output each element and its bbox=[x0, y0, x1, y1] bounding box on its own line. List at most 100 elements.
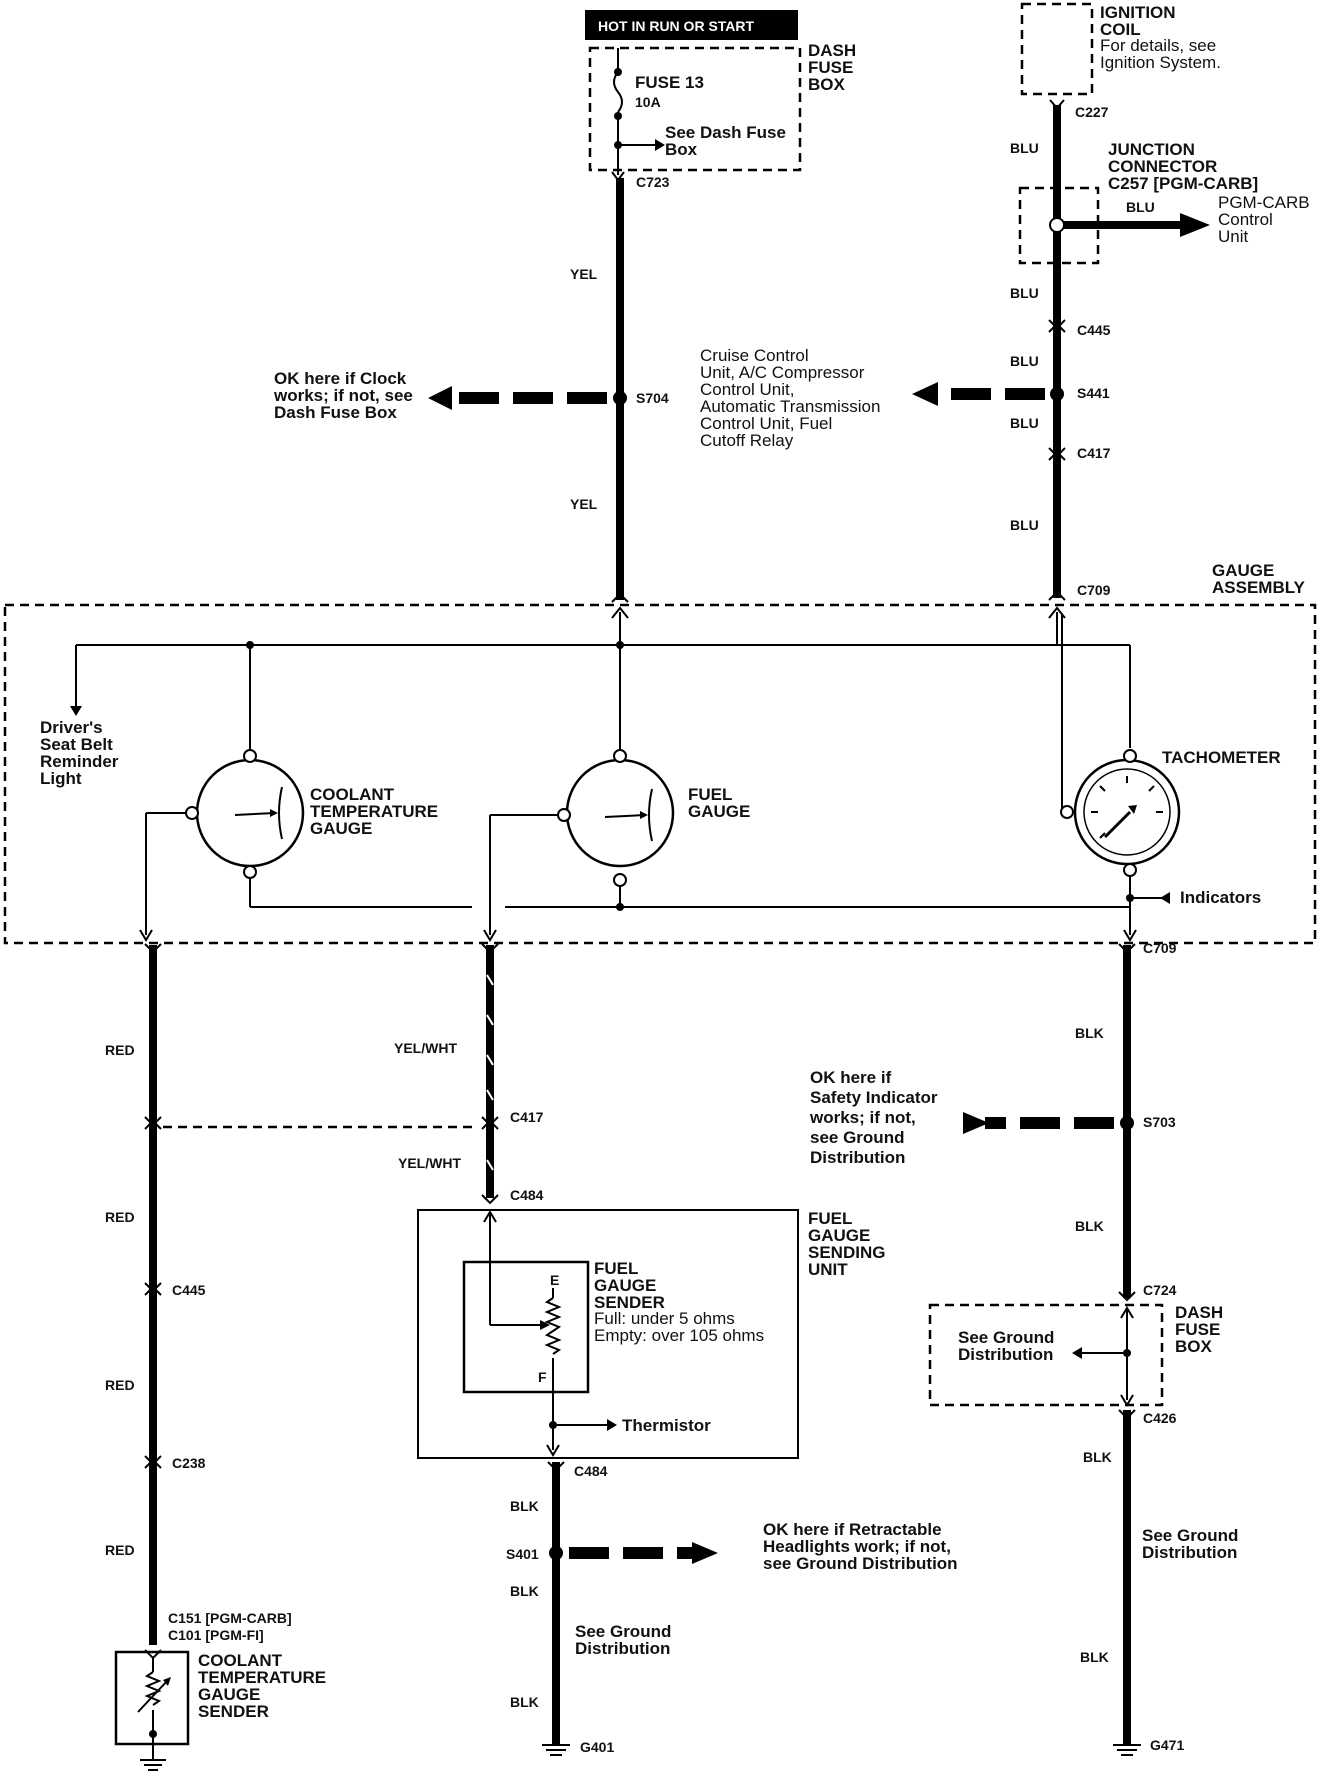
blk-label-right-3: BLK bbox=[1083, 1449, 1112, 1465]
blk-label-fuel-2: BLK bbox=[510, 1583, 539, 1599]
seat-belt-4: Light bbox=[40, 769, 82, 788]
yel-label-2: YEL bbox=[570, 496, 598, 512]
tachometer-label: TACHOMETER bbox=[1162, 748, 1281, 767]
dash-fuse-box-bottom-title-3: BOX bbox=[1175, 1337, 1213, 1356]
c417-label-top: C417 bbox=[1077, 445, 1111, 461]
yel-wht-stripes bbox=[486, 974, 494, 1171]
coolant-gauge-label-2: TEMPERATURE bbox=[310, 802, 438, 821]
tachometer-ticks bbox=[1091, 776, 1163, 839]
c238-label: C238 bbox=[172, 1455, 206, 1471]
c484-label-top: C484 bbox=[510, 1187, 544, 1203]
see-ground-fuel-2: Distribution bbox=[575, 1639, 670, 1658]
blu-label-1: BLU bbox=[1010, 140, 1039, 156]
fuel-gauge-label-2: GAUGE bbox=[688, 802, 750, 821]
yel-wht-label-1: YEL/WHT bbox=[394, 1040, 457, 1056]
clock-note-2: works; if not, see bbox=[273, 386, 413, 405]
c238-connector bbox=[144, 1455, 162, 1469]
fuel-sender-1: FUEL bbox=[594, 1259, 638, 1278]
see-dash-fuse-note-2: Box bbox=[665, 140, 698, 159]
fuel-unit-title-4: UNIT bbox=[808, 1260, 848, 1279]
ignition-title-2: COIL bbox=[1100, 20, 1141, 39]
headlights-note-1: OK here if Retractable bbox=[763, 1520, 942, 1539]
sender-e: E bbox=[550, 1272, 559, 1288]
headlights-note-3: see Ground Distribution bbox=[763, 1554, 958, 1573]
blk-label-right-2: BLK bbox=[1075, 1218, 1104, 1234]
coolant-gauge-label-1: COOLANT bbox=[310, 785, 395, 804]
c445-label-red: C445 bbox=[172, 1282, 206, 1298]
headlights-note-2: Headlights work; if not, bbox=[763, 1537, 951, 1556]
pgm-carb-label-3: Unit bbox=[1218, 227, 1249, 246]
blk-label-right-1: BLK bbox=[1075, 1025, 1104, 1041]
ignition-note-1: For details, see bbox=[1100, 36, 1216, 55]
fuel-sender-3: SENDER bbox=[594, 1293, 665, 1312]
c724-label: C724 bbox=[1143, 1282, 1177, 1298]
fuel-unit-title-3: SENDING bbox=[808, 1243, 885, 1262]
fuel-unit-title-2: GAUGE bbox=[808, 1226, 870, 1245]
hot-label: HOT IN RUN OR START bbox=[598, 18, 755, 34]
safety-note-2: Safety Indicator bbox=[810, 1088, 938, 1107]
cruise-note-6: Cutoff Relay bbox=[700, 431, 794, 450]
see-ground-right-2: Distribution bbox=[1142, 1543, 1237, 1562]
sender-resistor bbox=[544, 1297, 562, 1355]
blk-label-right-4: BLK bbox=[1080, 1649, 1109, 1665]
c426-label: C426 bbox=[1143, 1410, 1177, 1426]
safety-note-4: see Ground bbox=[810, 1128, 904, 1147]
cruise-note-1: Cruise Control bbox=[700, 346, 809, 365]
fuse-rating: 10A bbox=[635, 94, 661, 110]
fuel-gauge-sender-box bbox=[462, 1260, 590, 1394]
c484-label-bottom: C484 bbox=[574, 1463, 608, 1479]
coolant-sender-4: SENDER bbox=[198, 1702, 269, 1721]
dash-fuse-box-top-title-3: BOX bbox=[808, 75, 846, 94]
gauge-assembly-title-2: ASSEMBLY bbox=[1212, 578, 1306, 597]
ignition-note-2: Ignition System. bbox=[1100, 53, 1221, 72]
c417-label-fuel: C417 bbox=[510, 1109, 544, 1125]
s704-label: S704 bbox=[636, 390, 669, 406]
blu-label-2: BLU bbox=[1010, 285, 1039, 301]
fuel-sender-empty: Empty: over 105 ohms bbox=[594, 1326, 764, 1345]
yel-label-1: YEL bbox=[570, 266, 598, 282]
cruise-note-5: Control Unit, Fuel bbox=[700, 414, 832, 433]
blk-label-fuel-3: BLK bbox=[510, 1694, 539, 1710]
indicators-label: Indicators bbox=[1180, 888, 1261, 907]
fuel-sending-unit-box bbox=[417, 1209, 799, 1459]
s441-splice bbox=[1050, 387, 1064, 401]
s401-label: S401 bbox=[506, 1546, 539, 1562]
c709-label-top: C709 bbox=[1077, 582, 1111, 598]
c445-connector-red bbox=[144, 1282, 162, 1296]
c417-connector-top bbox=[1048, 447, 1066, 461]
yel-wht-label-2: YEL/WHT bbox=[398, 1155, 461, 1171]
safety-note-3: works; if not, bbox=[809, 1108, 916, 1127]
g471-label: G471 bbox=[1150, 1737, 1184, 1753]
fuel-gauge-label-1: FUEL bbox=[688, 785, 732, 804]
fuel-gauge bbox=[565, 758, 675, 868]
gauge-assembly-title-1: GAUGE bbox=[1212, 561, 1274, 580]
ignition-title-1: IGNITION bbox=[1100, 3, 1176, 22]
see-dash-fuse-note-1: See Dash Fuse bbox=[665, 123, 786, 142]
see-ground-fuel-1: See Ground bbox=[575, 1622, 671, 1641]
c445-connector-top bbox=[1048, 319, 1066, 333]
blu-label-4: BLU bbox=[1010, 415, 1039, 431]
seat-belt-1: Driver's bbox=[40, 718, 103, 737]
dash-fuse-box-top bbox=[588, 46, 802, 172]
cruise-note-4: Automatic Transmission bbox=[700, 397, 880, 416]
s703-label: S703 bbox=[1143, 1114, 1176, 1130]
c151-label: C151 [PGM-CARB] bbox=[168, 1610, 292, 1626]
tachometer bbox=[1073, 758, 1181, 866]
fuse-symbol bbox=[613, 71, 623, 113]
blk-label-fuel-1: BLK bbox=[510, 1498, 539, 1514]
c417-connector-fuel bbox=[481, 1116, 499, 1130]
c445-label-top: C445 bbox=[1077, 322, 1111, 338]
pgm-carb-label-1: PGM-CARB bbox=[1218, 193, 1310, 212]
cruise-note-2: Unit, A/C Compressor bbox=[700, 363, 865, 382]
seat-belt-2: Seat Belt bbox=[40, 735, 113, 754]
s703-splice bbox=[1120, 1116, 1134, 1130]
dash-fuse-bottom-note-2: Distribution bbox=[958, 1345, 1053, 1364]
s401-splice bbox=[549, 1546, 563, 1560]
fuel-unit-title-1: FUEL bbox=[808, 1209, 852, 1228]
junction-title-2: CONNECTOR bbox=[1108, 157, 1217, 176]
s704-splice bbox=[613, 391, 627, 405]
junction-connector-box bbox=[1018, 186, 1100, 265]
blu-label-3: BLU bbox=[1010, 353, 1039, 369]
gauge-assembly-box bbox=[3, 603, 1317, 945]
